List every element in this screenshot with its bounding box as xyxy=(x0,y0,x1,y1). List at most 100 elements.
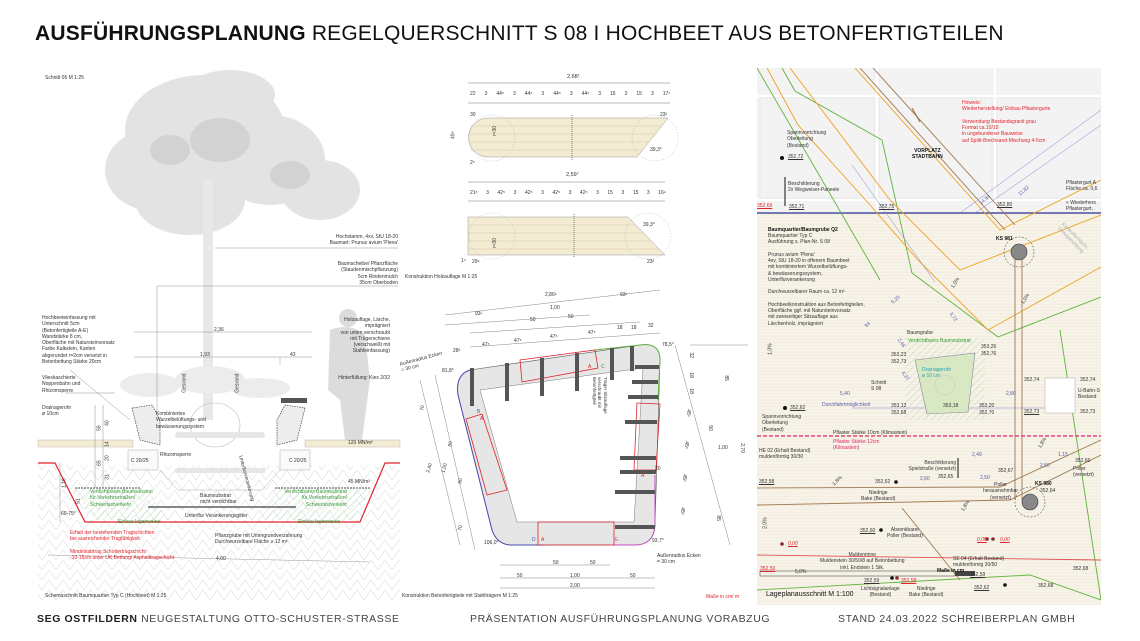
tree-trunk xyxy=(203,180,213,420)
label-anchor: Unterflur Verankerungsgitter xyxy=(185,513,248,519)
label-abtrag: Mindestabtrag Schottertragschicht -10-15… xyxy=(70,549,175,562)
height: 352,73 xyxy=(891,359,907,365)
seg: 15 xyxy=(607,190,613,196)
dim: 50 xyxy=(517,573,523,579)
plan-bake2: Niedrige Bake (Bestand) xyxy=(909,586,944,599)
dim-seat: 43 xyxy=(290,352,296,358)
label-vlies: Vlieskaschierte Noppenbahn und Rhizomspe… xyxy=(42,375,81,394)
label-einbau-right: Einbau lagenweise xyxy=(298,519,340,525)
dim-v-3: 20 xyxy=(104,455,111,461)
seg: 21⁶ xyxy=(470,190,478,196)
plan-baumquartier: Baumquartier Typ C Ausführung s. Plan-Nr… xyxy=(768,233,865,327)
holz-bottom-misc-0: 1⁴ xyxy=(461,258,466,264)
dim: 2,00 xyxy=(570,583,580,589)
footer-right: STAND 24.03.2022 SCHREIBERPLAN GMBH xyxy=(838,613,1076,625)
plan-baumquartier-title: Baumquartier/Baumgrube Q2 xyxy=(768,227,838,233)
traeger-note: Träger Sitzauflage verschraubt mit Beton… xyxy=(591,377,608,414)
dim-total: 2,36 xyxy=(214,327,224,333)
label-einbau-left: Einbau lagenweise xyxy=(118,519,160,525)
dim: 32 xyxy=(687,352,694,358)
height: 352,76 xyxy=(981,351,997,357)
seg: 3 xyxy=(598,91,602,97)
seg: 16⁹ xyxy=(658,190,666,196)
plan-poller1: Poller herausnehmbar (versetzt) xyxy=(983,482,1019,501)
plan-hinweis: Hinweis: Wiederherstellung/ Einbau Pflas… xyxy=(962,100,1051,144)
height: 352,70 xyxy=(979,410,995,416)
seg: 3 xyxy=(512,91,516,97)
title-bold: AUSFÜHRUNGSPLANUNG xyxy=(35,22,306,45)
dim: 45⁵ xyxy=(680,474,687,482)
height: 352,69 xyxy=(757,203,773,209)
plank-top xyxy=(468,117,669,158)
seg: 3 xyxy=(568,190,572,196)
height: 353,13 xyxy=(891,403,907,409)
dim: 45⁵ xyxy=(684,409,691,417)
height: 352,60 xyxy=(860,528,876,534)
angle-0: 81,8° xyxy=(442,368,454,374)
part-a3: A xyxy=(541,537,545,543)
dim-v-5: 65 xyxy=(96,460,103,466)
dim: 1,00 xyxy=(718,445,728,451)
dim: 50 xyxy=(706,425,713,431)
radius-note-bottom: Außenradius Ecken = 30 cm xyxy=(657,553,701,566)
seg: 3 xyxy=(486,190,489,196)
height: 352,58 xyxy=(759,479,775,485)
holz-top-total: 2,68¹ xyxy=(567,74,580,80)
label-substrate-left: Verdichtbares Baumsubstrat für Verkehrss… xyxy=(90,489,153,508)
label-tree: Hochstamm, 4xv, StU 18-20 Baumart: Prunu… xyxy=(329,234,398,247)
seg: 42⁵ xyxy=(497,190,506,196)
seg: 44⁵ xyxy=(496,91,504,97)
dim-base: 4,00 xyxy=(216,556,226,562)
dim: 2,49 xyxy=(972,452,982,458)
dim: 50 xyxy=(530,317,536,323)
manhole-ks980 xyxy=(1021,493,1039,511)
dim: 50 xyxy=(457,477,465,485)
dim: 47⁵ xyxy=(588,330,596,336)
angle-3: 93,7° xyxy=(652,538,664,544)
page-title: AUSFÜHRUNGSPLANUNG REGELQUERSCHNITT S 08… xyxy=(35,22,1004,46)
part-a4: A xyxy=(641,473,645,479)
slope: 2,0% xyxy=(762,517,769,529)
seg: 17¹ xyxy=(662,91,670,97)
plan-pflastergurt: Pflastergurt A Fläche ca. 0,6 xyxy=(1066,180,1098,193)
manhole-ks981 xyxy=(1010,243,1028,261)
label-gesrand-1: Gesrand xyxy=(181,373,188,393)
dim-v-0: 59 xyxy=(96,425,103,431)
dim-v-6: 51 xyxy=(75,498,82,504)
label-drainage: Drainagerohr ø 10cm xyxy=(42,405,72,418)
height: 352,62 xyxy=(974,585,990,591)
dim-v-1: 40 xyxy=(104,420,111,426)
seg: 3 xyxy=(541,190,544,196)
dim: 18 xyxy=(617,325,623,331)
dim: 2,50 xyxy=(1040,463,1050,469)
plan-he02: HE 02 (Erhalt Bestand) muldenförmig 30/3… xyxy=(759,448,811,461)
seg: 15 xyxy=(632,190,639,196)
height: 353,20 xyxy=(979,403,995,409)
dim: 45⁵ xyxy=(678,507,685,515)
dim: 45⁵ xyxy=(682,441,689,449)
height: 352,75 xyxy=(879,204,895,210)
site-plan xyxy=(757,68,1101,605)
height: 352,65 xyxy=(938,474,954,480)
section-caption: Schemaschnitt Baumquartier Typ C (Hochbe… xyxy=(45,593,167,599)
dim: 70 xyxy=(457,524,465,532)
seg: 3 xyxy=(541,91,545,97)
plan-lsa: Lichtsignalanlage (Bestand) xyxy=(861,586,900,599)
dim: 47⁵ xyxy=(482,342,490,348)
height: 352,66 xyxy=(1075,458,1091,464)
plan-schnitt: Schnitt S 08 xyxy=(871,380,887,393)
seg: 15 xyxy=(636,91,642,97)
seg: 44⁵ xyxy=(553,91,561,97)
seg: 3 xyxy=(650,91,654,97)
height: 352,74 xyxy=(1080,377,1096,383)
part-c: C xyxy=(601,364,605,370)
part-b: B xyxy=(477,409,481,415)
plan-masse: Maße in cm xyxy=(937,568,965,574)
plank-bottom xyxy=(467,216,666,256)
label-holzauflage: Holzauflage, Lärche, imprägniert von unt… xyxy=(340,317,390,355)
dim: 50 xyxy=(568,314,574,320)
label-substrate-soft: Baumsubstrat nicht verdichtbar xyxy=(200,493,237,506)
seg: 3 xyxy=(646,190,650,196)
dim: 2,60 xyxy=(920,476,930,482)
